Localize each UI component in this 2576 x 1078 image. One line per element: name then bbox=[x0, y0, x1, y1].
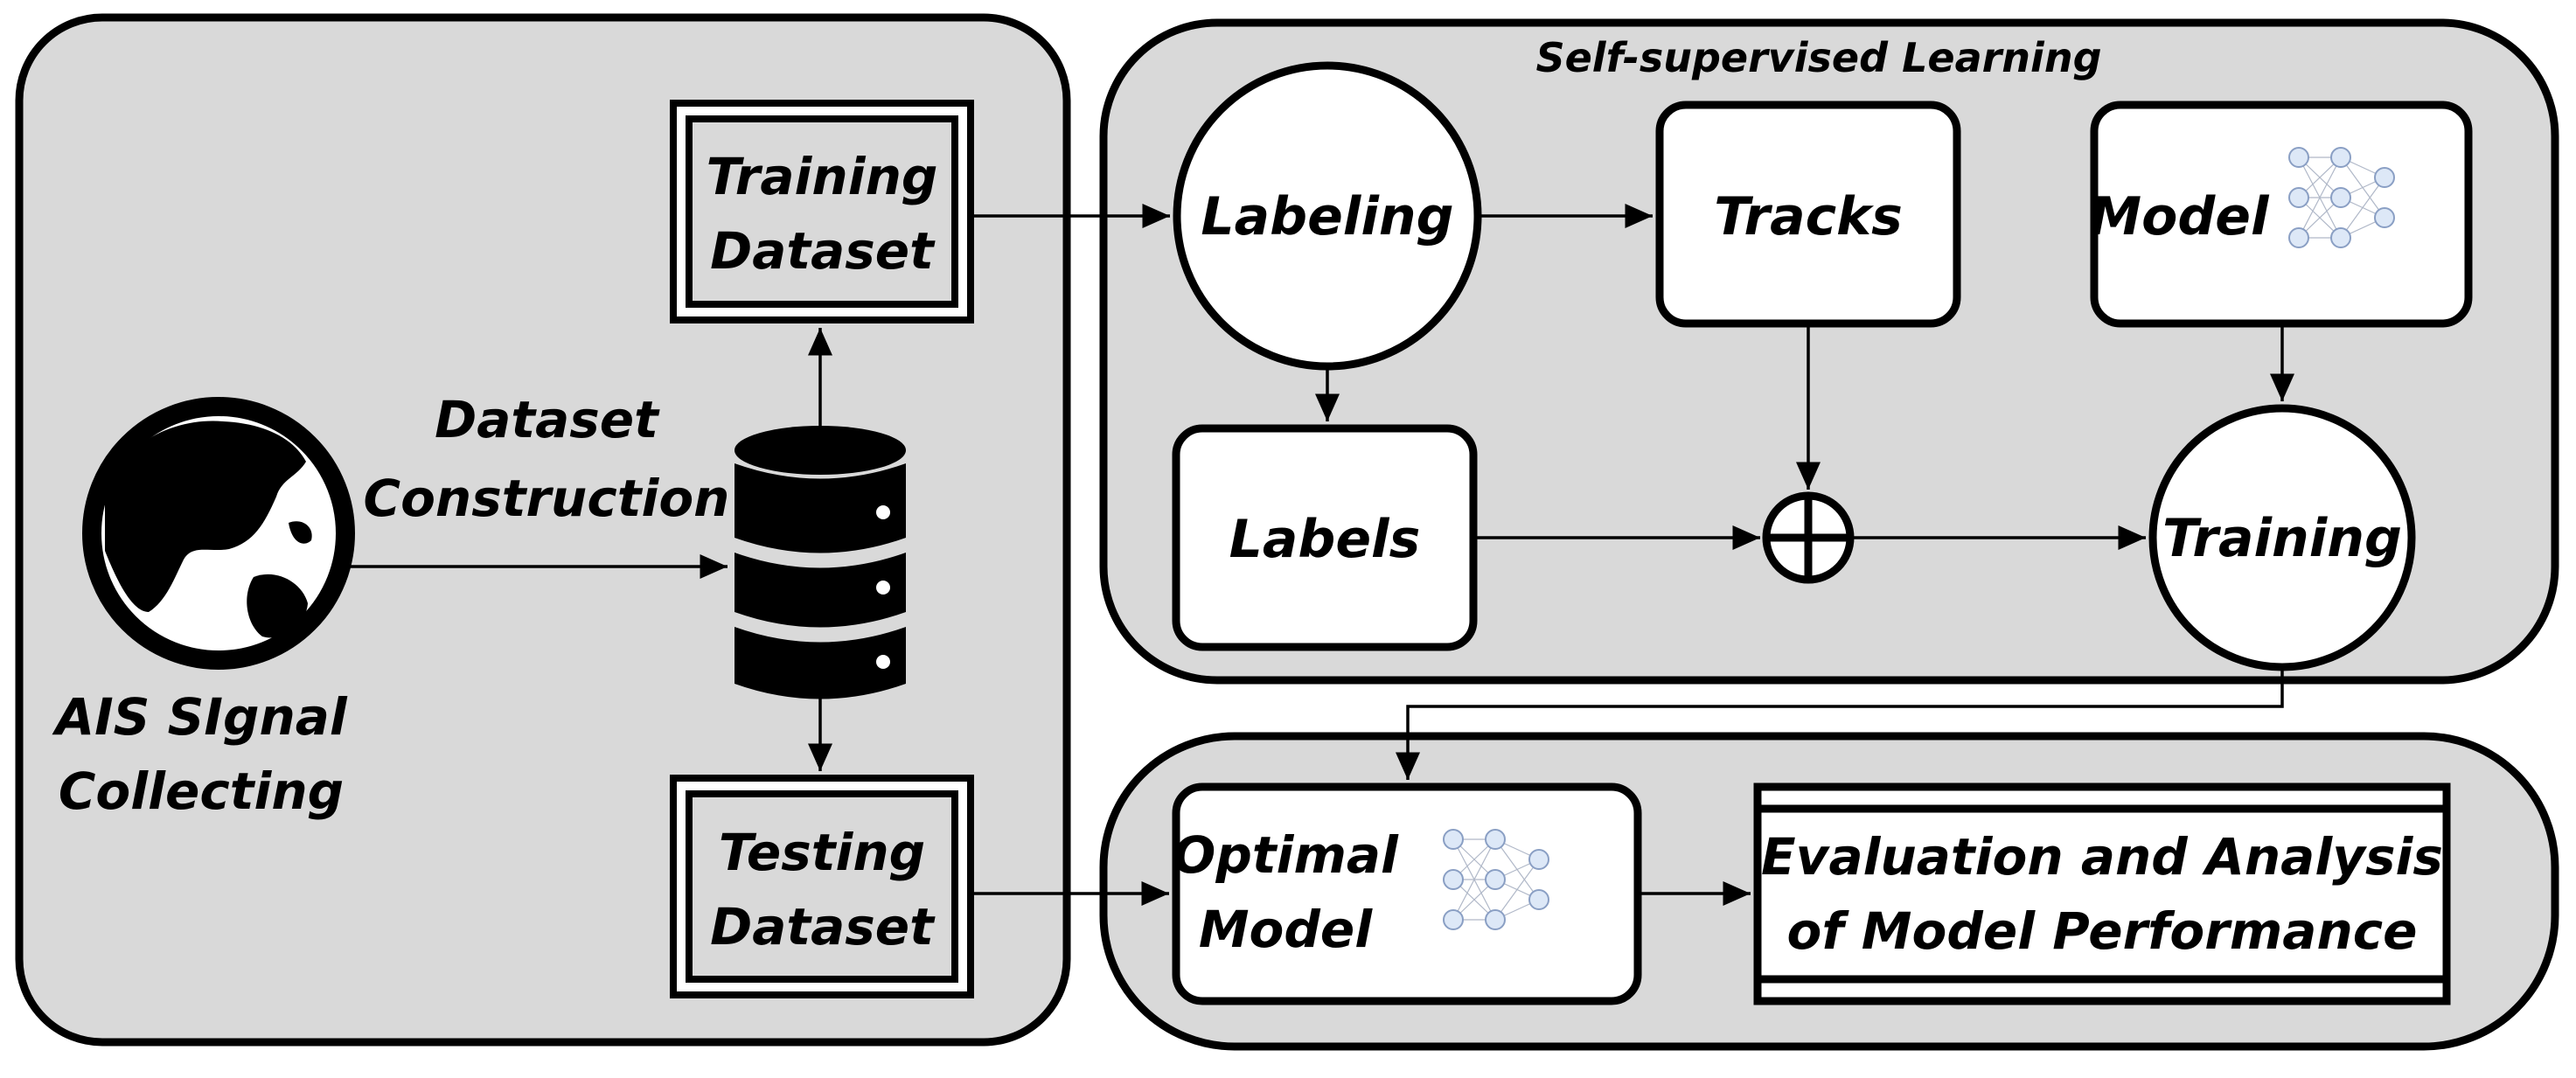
dataset-construction-line2: Construction bbox=[364, 469, 730, 528]
evaluation-node: Evaluation and Analysis of Model Perform… bbox=[1753, 782, 2451, 1005]
model-node: Model bbox=[2089, 101, 2473, 328]
training-dataset-line2: Dataset bbox=[710, 221, 936, 281]
section-title: Self-supervised Learning bbox=[1535, 34, 2101, 81]
circle-plus-icon bbox=[1762, 491, 1855, 584]
dataset-construction-line1: Dataset bbox=[435, 390, 660, 449]
tracks-node: Tracks bbox=[1655, 101, 1961, 328]
training-node: Training bbox=[2148, 404, 2416, 671]
labels-label: Labels bbox=[1229, 509, 1421, 570]
training-label: Training bbox=[2162, 508, 2402, 569]
tracks-label: Tracks bbox=[1714, 186, 1903, 247]
globe-icon bbox=[82, 397, 355, 670]
training-dataset-node: Training Dataset bbox=[670, 100, 974, 323]
optimal-model-node: Optimal Model bbox=[1172, 782, 1642, 1005]
database-icon bbox=[735, 426, 906, 699]
model-label: Model bbox=[2089, 186, 2270, 247]
training-dataset-line1: Training bbox=[707, 147, 938, 206]
ais-label-line2: Collecting bbox=[59, 762, 344, 821]
labeling-label: Labeling bbox=[1201, 186, 1453, 247]
testing-dataset-line1: Testing bbox=[719, 823, 925, 882]
evaluation-line1: Evaluation and Analysis bbox=[1761, 827, 2443, 887]
evaluation-line2: of Model Performance bbox=[1787, 901, 2418, 961]
arrow-training-to-optimal-model bbox=[1396, 667, 2284, 780]
optimal-model-line2: Model bbox=[1199, 900, 1373, 959]
testing-dataset-node: Testing Dataset bbox=[670, 775, 974, 998]
labeling-node: Labeling bbox=[1173, 61, 1482, 371]
labels-node: Labels bbox=[1172, 424, 1478, 651]
optimal-model-line1: Optimal bbox=[1173, 825, 1399, 885]
arrows bbox=[345, 204, 2294, 906]
testing-dataset-line2: Dataset bbox=[710, 897, 936, 956]
ais-label-line1: AIS SIgnal bbox=[52, 687, 348, 747]
